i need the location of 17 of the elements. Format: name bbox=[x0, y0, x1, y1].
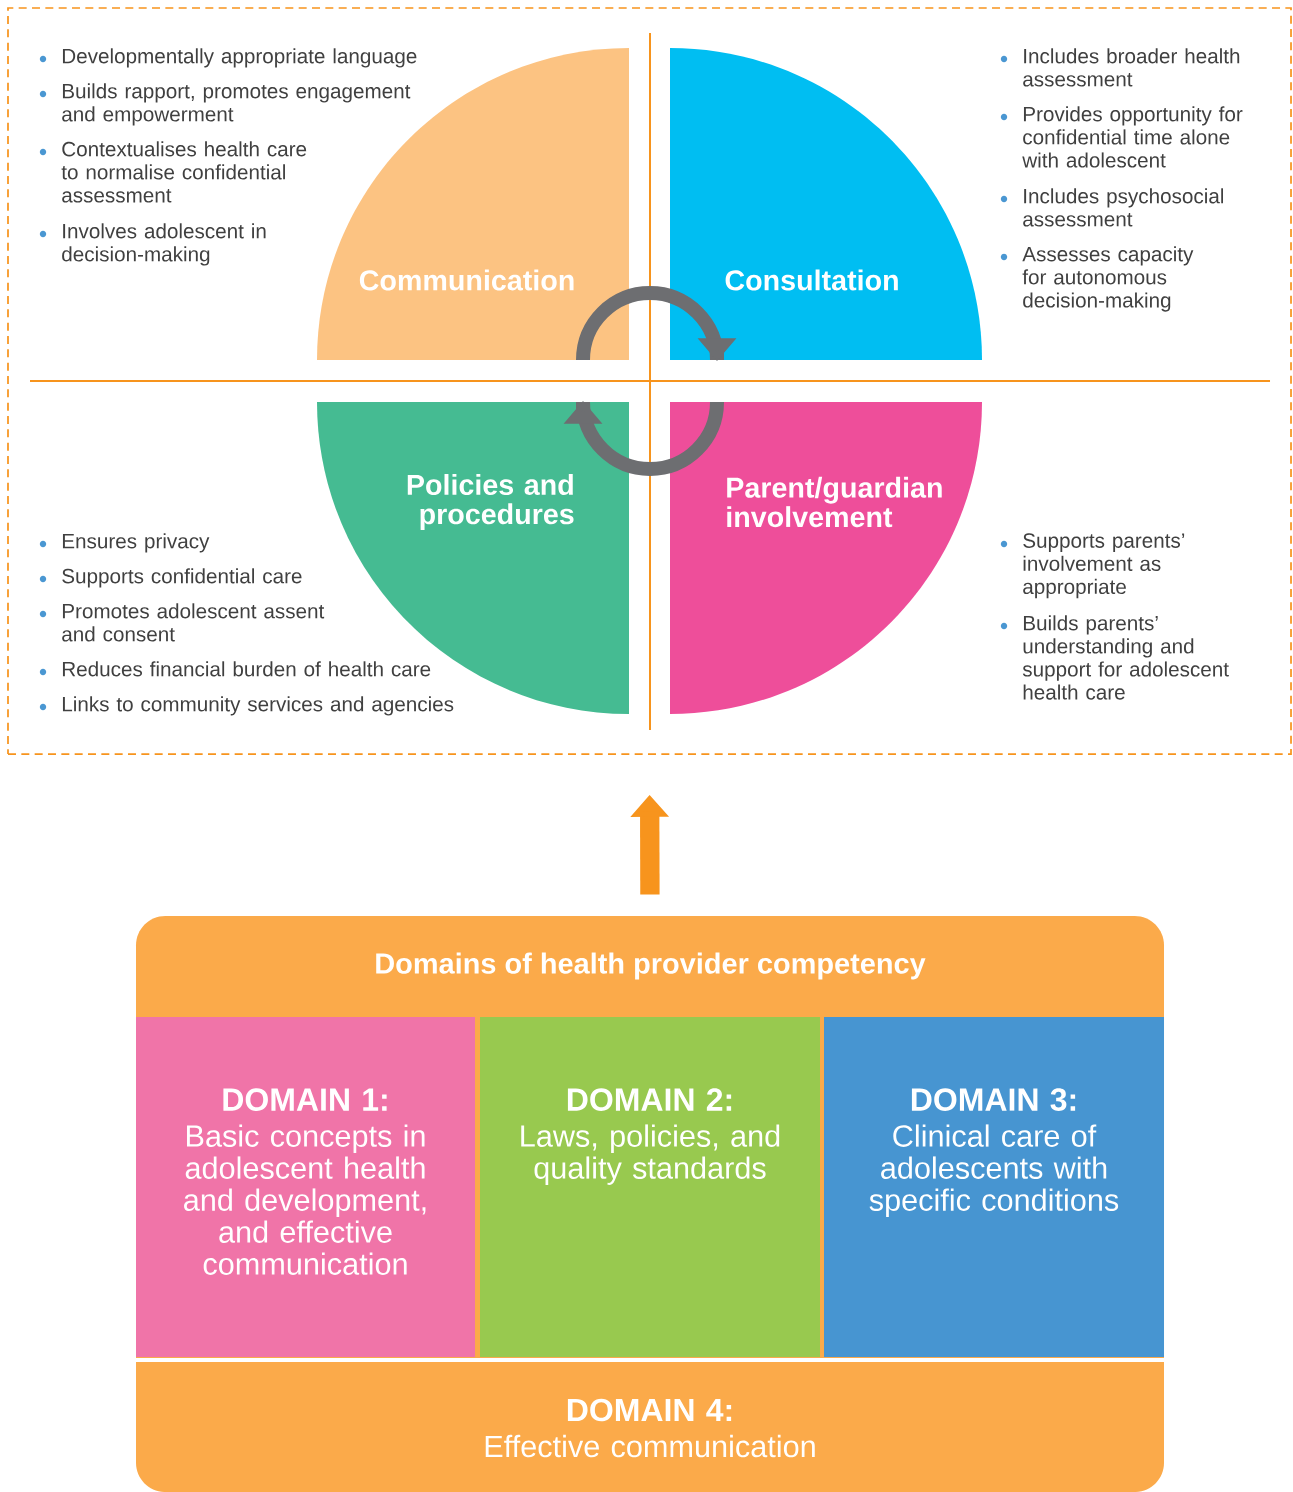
bullet-item: Supports confidential care bbox=[39, 568, 302, 588]
quadrant: Consultation bbox=[670, 48, 982, 360]
domain-box: DOMAIN 3: Clinical care of adolescents with specific conditions bbox=[824, 1017, 1164, 1357]
bullet-item: Supports parents’ involvement as appropriate bbox=[1000, 533, 1185, 599]
bullet-item: Builds parents’ understanding and support for adolescent health care bbox=[1000, 615, 1229, 700]
bullet-item: Includes psychosocial assessment bbox=[1000, 188, 1224, 227]
bullet-item: Provides opportunity for confidential time alone with adolescent bbox=[1000, 106, 1243, 168]
bullet-item: Includes broader health assessment bbox=[1000, 48, 1240, 87]
quadrant: Parent/guardian involvement bbox=[670, 402, 982, 714]
bullet-item: Contextualises health care to normalise confidential assessment bbox=[39, 141, 307, 203]
domain-band: DOMAIN 4: Effective communication bbox=[136, 1358, 1164, 1458]
bullet-item: Ensures privacy bbox=[39, 533, 210, 553]
domain-box: DOMAIN 1: Basic concepts in adolescent health and development, and effective communication bbox=[136, 1017, 475, 1357]
bullet-item: Involves adolescent in decision-making bbox=[39, 223, 266, 266]
dashed-frame bbox=[7, 7, 1292, 755]
bullet-item: Assesses capacity for autonomous decision-making bbox=[1000, 246, 1194, 312]
domain-box: DOMAIN 2: Laws, policies, and quality standards bbox=[480, 1017, 820, 1357]
